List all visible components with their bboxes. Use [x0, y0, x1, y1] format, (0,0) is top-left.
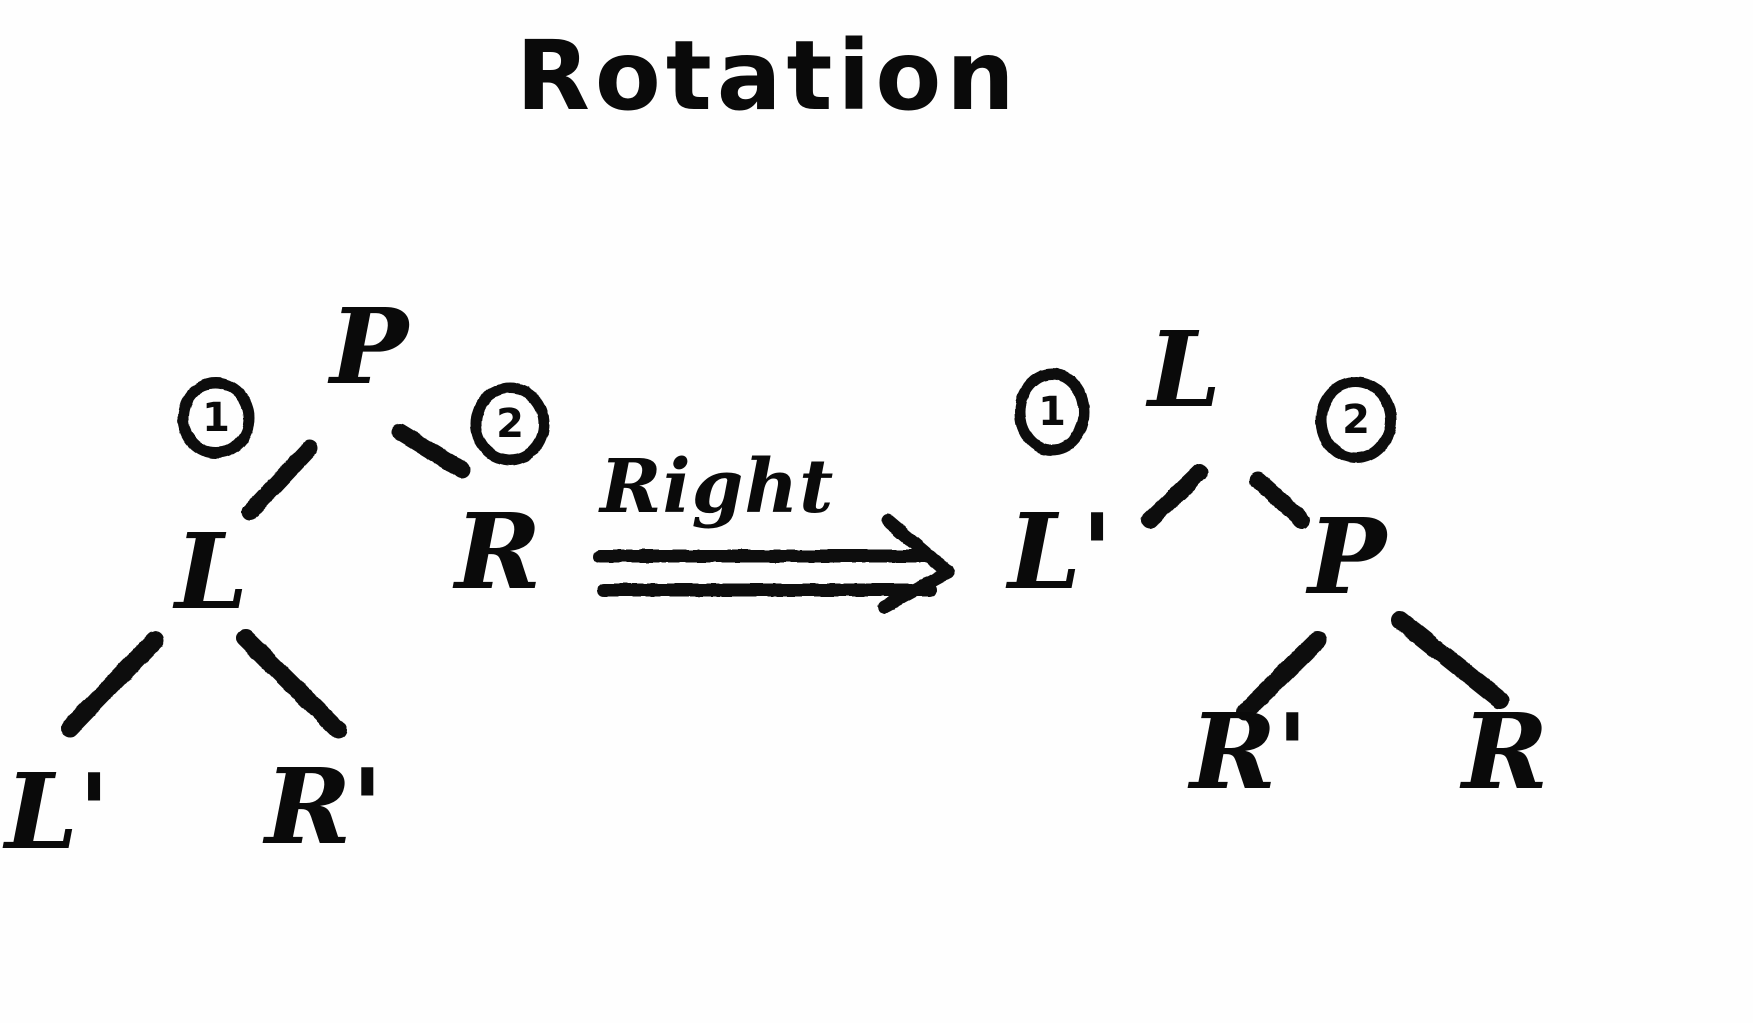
- left-tree-edge-p-r: [391, 423, 471, 479]
- left-tree-marker-1-circle: [177, 377, 255, 459]
- right-tree-node-p: P: [1308, 495, 1387, 618]
- left-tree-marker-2-label: 2: [496, 401, 524, 447]
- left-tree-node-r: R: [455, 490, 542, 613]
- rotation-arrow-label: Right: [600, 444, 835, 530]
- right-tree-marker-1-label: 1: [1038, 389, 1066, 435]
- rotation-arrow-icon: [593, 514, 955, 614]
- left-tree-node-p: P: [330, 285, 409, 408]
- right-tree-node-r: R: [1462, 690, 1549, 813]
- right-tree-node-l-prime: L': [1008, 490, 1113, 613]
- page-title: Rotation: [516, 20, 1020, 132]
- right-tree-node-r-prime: R': [1190, 690, 1309, 813]
- right-tree-marker-2-circle: [1315, 376, 1397, 464]
- left-tree-node-l: L: [175, 510, 249, 633]
- right-tree-edge-l-p: [1249, 471, 1311, 529]
- left-tree-edge-l-lp: [61, 631, 164, 737]
- left-tree-node-l-prime: L': [5, 750, 110, 873]
- left-tree-edge-p-l: [241, 439, 319, 521]
- right-tree-edge-p-rp: [1236, 631, 1327, 721]
- right-tree-marker-1-circle: [1014, 368, 1090, 456]
- left-tree-marker-1-label: 1: [202, 395, 230, 441]
- left-tree-edge-l-rp: [236, 629, 347, 739]
- right-tree-marker-2-label: 2: [1342, 397, 1370, 443]
- left-tree-marker-2-circle: [470, 382, 550, 466]
- right-tree-edge-p-r: [1391, 611, 1509, 709]
- left-tree-node-r-prime: R': [265, 745, 384, 868]
- right-tree-node-l: L: [1148, 308, 1222, 431]
- right-tree-edge-l-lp: [1141, 463, 1209, 529]
